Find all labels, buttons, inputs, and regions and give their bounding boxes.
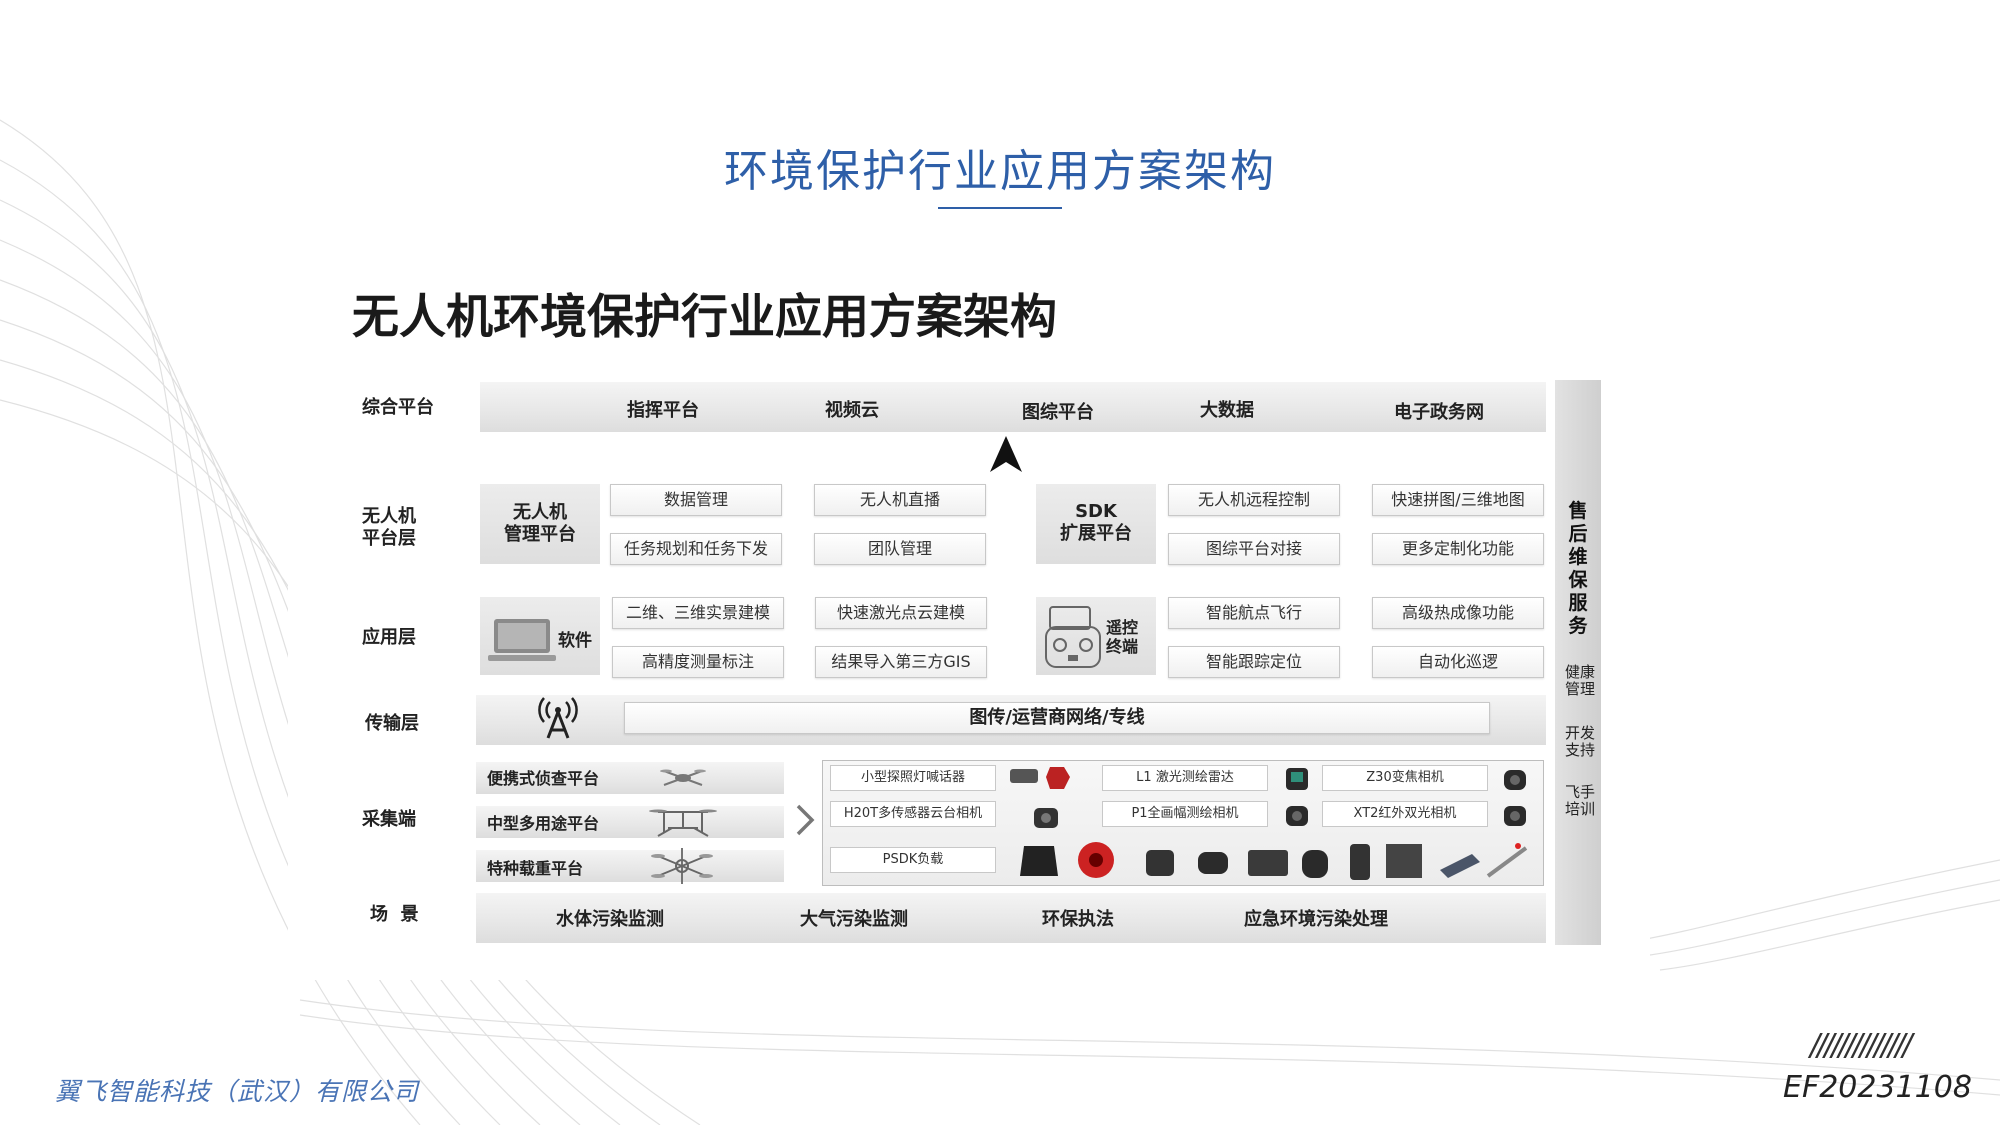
service-item-line: 开发 [1564, 724, 1595, 742]
platform-label: 特种载重平台 [487, 859, 584, 878]
feature-box: 图综平台对接 [1168, 533, 1340, 565]
software-label: 软件 [558, 631, 592, 651]
service-item-line: 管理 [1564, 680, 1595, 698]
main-heading: 无人机环境保护行业应用方案架构 [352, 290, 1057, 345]
feature-box: 自动化巡逻 [1372, 646, 1544, 678]
integrated-item: 电子政务网 [1394, 402, 1484, 423]
uav-management-platform-block: 无人机 管理平台 [480, 484, 600, 564]
remote-label-line: 终端 [1106, 637, 1139, 656]
service-item-line: 健康 [1564, 663, 1595, 681]
row-label-application: 应用层 [362, 627, 416, 648]
mapping-camera-icon [1286, 806, 1308, 826]
feature-box: 快速激光点云建模 [815, 597, 987, 629]
feature-box: 更多定制化功能 [1372, 533, 1544, 565]
feature-box: 无人机远程控制 [1168, 484, 1340, 516]
integrated-item: 视频云 [825, 400, 879, 421]
feature-box: 任务规划和任务下发 [610, 533, 782, 565]
feature-box: 智能跟踪定位 [1168, 646, 1340, 678]
row-label-scene: 场 景 [370, 904, 419, 925]
document-code: EF20231108 [1783, 1070, 1972, 1105]
title-underline [938, 207, 1062, 209]
payload-box: P1全画幅测绘相机 [1102, 801, 1268, 827]
remote-terminal-label: 遥控 终端 [1106, 618, 1138, 656]
payload-box: L1 激光测绘雷达 [1102, 765, 1268, 791]
transport-bar: 图传/运营商网络/专线 [624, 702, 1490, 734]
zoom-camera-icon [1504, 770, 1526, 790]
feature-box: 团队管理 [814, 533, 986, 565]
integrated-item: 图综平台 [1022, 402, 1094, 423]
platform-band [476, 806, 784, 838]
gimbal-camera-icon [1034, 808, 1058, 828]
platform-label: 便携式侦查平台 [487, 769, 600, 788]
feature-box: 快速拼图/三维地图 [1372, 484, 1544, 516]
service-title-char: 维 [1568, 546, 1588, 568]
after-sales-service-title: 售 后 维 保 服 务 [1563, 500, 1593, 638]
feature-box: 结果导入第三方GIS [815, 646, 987, 678]
feature-box: 智能航点飞行 [1168, 597, 1340, 629]
block-line: SDK [1075, 501, 1117, 522]
feature-box: 二维、三维实景建模 [612, 597, 784, 629]
payload-box: H20T多传感器云台相机 [830, 801, 996, 827]
medium-drone-icon [649, 809, 717, 837]
feature-box: 无人机直播 [814, 484, 986, 516]
payload-box: Z30变焦相机 [1322, 765, 1488, 791]
scene-band [476, 893, 1546, 943]
service-title-char: 保 [1568, 569, 1588, 591]
heavy-lift-drone-icon [651, 848, 713, 884]
up-arrow-icon [990, 436, 1022, 472]
scene-item: 应急环境污染处理 [1244, 909, 1388, 930]
scene-item: 大气污染监测 [800, 909, 908, 930]
integrated-item: 指挥平台 [627, 400, 699, 421]
feature-box: 高精度测量标注 [612, 646, 784, 678]
scene-item: 环保执法 [1042, 909, 1114, 930]
remote-controller-icon [1045, 606, 1101, 668]
service-item-line: 飞手 [1564, 783, 1595, 801]
signal-tower-icon [538, 697, 578, 739]
platform-label: 中型多用途平台 [487, 814, 600, 833]
laptop-icon [488, 619, 556, 661]
integrated-item: 大数据 [1200, 400, 1254, 421]
payload-accessories-icon [1020, 842, 1528, 880]
row-label-uav-platform: 无人机 平台层 [362, 506, 416, 550]
service-title-char: 后 [1568, 523, 1588, 545]
row-label-line: 无人机 [362, 506, 416, 527]
service-item-pilot-training: 飞手 培训 [1560, 784, 1600, 818]
sdk-extension-platform-block: SDK 扩展平台 [1036, 484, 1156, 564]
slide-title: 环境保护行业应用方案架构 [724, 146, 1276, 197]
service-item-health: 健康 管理 [1560, 664, 1600, 698]
spotlight-speaker-icon [1010, 767, 1070, 789]
block-line: 扩展平台 [1060, 523, 1132, 544]
row-label-line: 平台层 [362, 528, 416, 549]
service-item-line: 支持 [1564, 741, 1595, 759]
payload-box: XT2红外双光相机 [1322, 801, 1488, 827]
service-item-dev-support: 开发 支持 [1560, 725, 1600, 759]
portable-drone-icon [660, 769, 706, 786]
after-sales-service-column [1555, 380, 1601, 945]
integrated-platform-band [480, 382, 1546, 432]
service-title-char: 售 [1568, 500, 1588, 522]
lidar-icon [1286, 768, 1308, 790]
scene-item: 水体污染监测 [556, 909, 664, 930]
company-name: 翼飞智能科技（武汉）有限公司 [55, 1077, 420, 1106]
thermal-camera-icon [1504, 806, 1526, 826]
remote-terminal-block [1036, 597, 1156, 675]
row-label-integrated: 综合平台 [362, 397, 434, 418]
service-title-char: 务 [1568, 615, 1588, 637]
row-label-collection: 采集端 [362, 809, 416, 830]
block-line: 无人机 [513, 502, 567, 523]
payload-box: PSDK负载 [830, 847, 996, 873]
service-item-line: 培训 [1564, 800, 1595, 818]
platform-band [476, 850, 784, 882]
decorative-slashes: ////////////// [1810, 1028, 1913, 1063]
chevron-right-icon [796, 804, 815, 836]
payload-box: 小型探照灯喊话器 [830, 765, 996, 791]
service-title-char: 服 [1568, 592, 1588, 614]
block-line: 管理平台 [504, 524, 576, 545]
feature-box: 数据管理 [610, 484, 782, 516]
feature-box: 高级热成像功能 [1372, 597, 1544, 629]
platform-band [476, 762, 784, 794]
row-label-transport: 传输层 [365, 713, 419, 734]
remote-label-line: 遥控 [1106, 618, 1139, 637]
